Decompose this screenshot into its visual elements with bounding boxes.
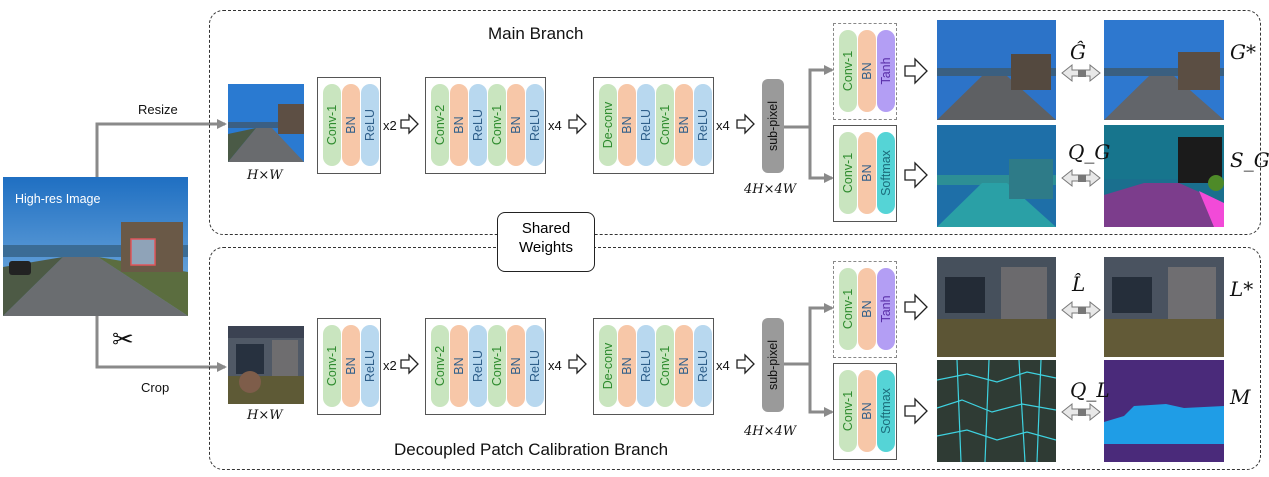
main-head-image: Conv-1 BN Tanh xyxy=(833,23,897,120)
high-res-image: High-res Image xyxy=(3,177,188,316)
input-size-label-patch: H×W xyxy=(247,408,283,423)
main-block2-relu2: ReLU xyxy=(526,84,544,166)
main-block3-repeat: x4 xyxy=(716,118,730,133)
resize-connector xyxy=(95,119,227,177)
main-block2: Conv-2 BN ReLU Conv-1 BN ReLU xyxy=(425,77,546,174)
label-pred-seg-patch: Q_L xyxy=(1070,378,1110,402)
resized-input-image xyxy=(228,84,304,162)
output-size-label-main: 4H×4W xyxy=(744,182,797,197)
patch-subpixel: sub-pixel xyxy=(762,318,784,412)
pred-seg-global xyxy=(937,125,1056,227)
main-branch-title: Main Branch xyxy=(488,24,584,43)
patch-block2: Conv-2 BN ReLU Conv-1 BN ReLU xyxy=(425,318,546,415)
shared-weights-line2: Weights xyxy=(519,239,573,256)
main-block2-bn1: BN xyxy=(450,84,468,166)
gt-image-global xyxy=(1104,20,1224,120)
pred-seg-patch xyxy=(937,360,1056,462)
cropped-input-image xyxy=(228,326,304,404)
main-block3-bn2: BN xyxy=(675,84,693,166)
main-block2-conv1: Conv-1 xyxy=(488,84,506,166)
output-size-label-patch: 4H×4W xyxy=(744,424,797,439)
main-block2-bn2: BN xyxy=(507,84,525,166)
calibration-branch-frame xyxy=(209,247,1261,470)
main-block3-conv1: Conv-1 xyxy=(656,84,674,166)
shared-weights-line1: Shared xyxy=(521,220,571,237)
gt-seg-global xyxy=(1104,125,1224,227)
patch-fanout-top xyxy=(784,303,834,366)
main-block3-relu1: ReLU xyxy=(637,84,655,166)
label-gt-seg-global: S_G xyxy=(1230,148,1269,172)
gt-mask-patch xyxy=(1104,360,1224,462)
main-block1-bn: BN xyxy=(342,84,360,166)
main-block3-deconv: De-conv xyxy=(599,84,617,166)
main-block2-relu1: ReLU xyxy=(469,84,487,166)
crop-connector xyxy=(95,316,227,372)
label-pred-seg-global: Q_G xyxy=(1068,140,1111,164)
crop-label: Crop xyxy=(141,380,170,395)
main-block1-repeat: x2 xyxy=(383,118,397,133)
patch-block2-repeat: x4 xyxy=(548,358,562,373)
main-block2-repeat: x4 xyxy=(548,118,562,133)
main-block1: Conv-1 BN ReLU xyxy=(317,77,381,174)
patch-block1: Conv-1 BN ReLU xyxy=(317,318,381,415)
label-gt-mask-patch: M xyxy=(1230,385,1251,409)
scissors-icon: ✂ xyxy=(112,324,134,354)
high-res-image-title: High-res Image xyxy=(15,192,101,206)
pred-image-global xyxy=(937,20,1056,120)
pred-image-patch xyxy=(937,257,1056,357)
input-size-label-main: H×W xyxy=(247,168,283,183)
gt-image-patch xyxy=(1104,257,1224,357)
main-fanout-top xyxy=(784,65,834,129)
patch-block1-repeat: x2 xyxy=(383,358,397,373)
main-fanout-bottom xyxy=(808,127,834,183)
calibration-branch-title: Decoupled Patch Calibration Branch xyxy=(394,440,669,459)
main-block3-relu2: ReLU xyxy=(694,84,712,166)
patch-block3: De-conv BN ReLU Conv-1 BN ReLU xyxy=(593,318,714,415)
patch-head-image: Conv-1 BN Tanh xyxy=(833,261,897,358)
patch-head-seg: Conv-1 BN Softmax xyxy=(833,363,897,460)
resize-label: Resize xyxy=(138,102,178,117)
main-block1-conv: Conv-1 xyxy=(323,84,341,166)
shared-weights-box: Shared Weights xyxy=(497,212,595,272)
label-gt-image-global: G* xyxy=(1230,40,1256,64)
main-branch-frame xyxy=(209,10,1261,235)
patch-block3-repeat: x4 xyxy=(716,358,730,373)
main-block3: De-conv BN ReLU Conv-1 BN ReLU xyxy=(593,77,714,174)
main-block3-bn1: BN xyxy=(618,84,636,166)
patch-fanout-bottom xyxy=(808,364,834,417)
main-head-seg: Conv-1 BN Softmax xyxy=(833,125,897,222)
label-pred-image-patch: L̂ xyxy=(1072,272,1086,296)
main-block2-conv2: Conv-2 xyxy=(431,84,449,166)
label-gt-image-patch: L* xyxy=(1230,277,1254,301)
label-pred-image-global: Ĝ xyxy=(1070,40,1086,64)
main-subpixel: sub-pixel xyxy=(762,79,784,173)
main-block1-relu: ReLU xyxy=(361,84,379,166)
